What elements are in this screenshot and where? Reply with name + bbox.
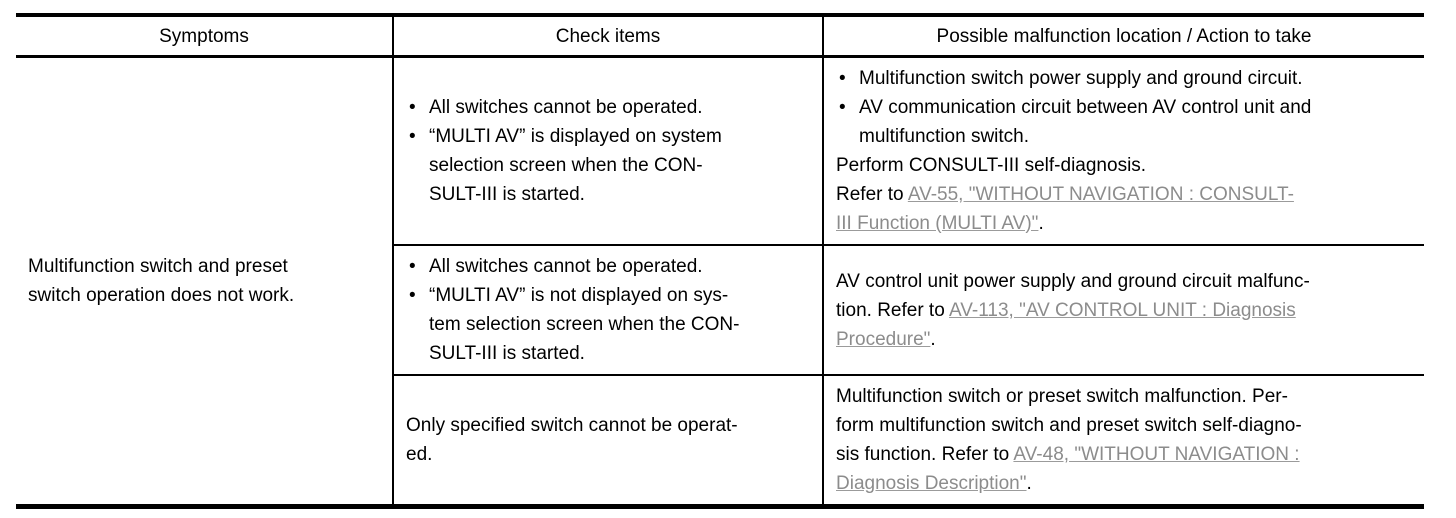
action-cell-row3: Multifunction switch or preset switch ma…	[822, 374, 1424, 507]
reference-link-av55[interactable]: AV-55, "WITHOUT NAVIGATION : CONSULT- II…	[836, 184, 1294, 234]
diagnosis-table: Symptoms Check items Possible malfunctio…	[16, 13, 1424, 509]
action-text-before-link: Perform CONSULT-III self-diagnosis. Refe…	[836, 155, 1147, 205]
bullet-icon: •	[409, 285, 416, 306]
check-item-text: Only specified switch cannot be operat- …	[406, 415, 738, 465]
check-item-text: All switches cannot be operated.	[429, 97, 703, 118]
table-row: • All switches cannot be operated. • “MU…	[16, 244, 1424, 375]
action-cell-row2: AV control unit power supply and ground …	[822, 244, 1424, 375]
header-check-items: Check items	[392, 15, 823, 58]
list-item: • All switches cannot be operated.	[406, 252, 814, 281]
check-items-cell-row2: • All switches cannot be operated. • “MU…	[392, 244, 823, 375]
header-action: Possible malfunction location / Action t…	[822, 15, 1424, 58]
reference-link-av48[interactable]: AV-48, "WITHOUT NAVIGATION : Diagnosis D…	[836, 444, 1300, 494]
bullet-icon: •	[409, 126, 416, 147]
list-item: • “MULTI AV” is displayed on system sele…	[406, 122, 814, 209]
action-text: Multifunction switch or preset switch ma…	[836, 382, 1416, 498]
symptom-text: Multifunction switch and preset switch o…	[28, 256, 295, 306]
action-item-text: Multifunction switch power supply and gr…	[859, 68, 1303, 89]
table-row: Multifunction switch and preset switch o…	[16, 56, 1424, 306]
check-item-text: “MULTI AV” is not displayed on sys- tem …	[429, 285, 740, 364]
bullet-icon: •	[839, 97, 846, 118]
list-item: • All switches cannot be operated.	[406, 93, 814, 122]
check-items-cell-row3: Only specified switch cannot be operat- …	[392, 374, 823, 507]
action-text: AV control unit power supply and ground …	[836, 267, 1416, 354]
bullet-icon: •	[839, 68, 846, 89]
symptom-cell: Multifunction switch and preset switch o…	[16, 57, 393, 507]
action-text-after-link: .	[1038, 213, 1044, 234]
header-symptoms: Symptoms	[16, 15, 393, 58]
action-cell-row1: • Multifunction switch power supply and …	[822, 56, 1424, 245]
check-item-text: All switches cannot be operated.	[429, 256, 703, 277]
action-item-text: AV communication circuit between AV cont…	[859, 97, 1312, 147]
action-text: Perform CONSULT-III self-diagnosis. Refe…	[836, 151, 1416, 238]
bullet-icon: •	[409, 97, 416, 118]
list-item: • “MULTI AV” is not displayed on sys- te…	[406, 281, 814, 368]
action-text-after-link: .	[1026, 473, 1032, 494]
list-item: • Multifunction switch power supply and …	[836, 64, 1416, 93]
header-row: Symptoms Check items Possible malfunctio…	[16, 15, 1424, 58]
table-row: Only specified switch cannot be operat- …	[16, 374, 1424, 507]
action-text-after-link: .	[930, 328, 936, 350]
action-text-before-link: Multifunction switch or preset switch ma…	[836, 386, 1302, 465]
list-item: • AV communication circuit between AV co…	[836, 93, 1416, 151]
check-item-text: “MULTI AV” is displayed on system select…	[429, 126, 722, 205]
reference-link-av113[interactable]: AV-113, "AV CONTROL UNIT : Diagnosis Pro…	[836, 299, 1296, 350]
bullet-icon: •	[409, 256, 416, 277]
action-text-before-link: AV control unit power supply and ground …	[836, 270, 1310, 321]
check-items-cell-row1: • All switches cannot be operated. • “MU…	[392, 56, 823, 245]
